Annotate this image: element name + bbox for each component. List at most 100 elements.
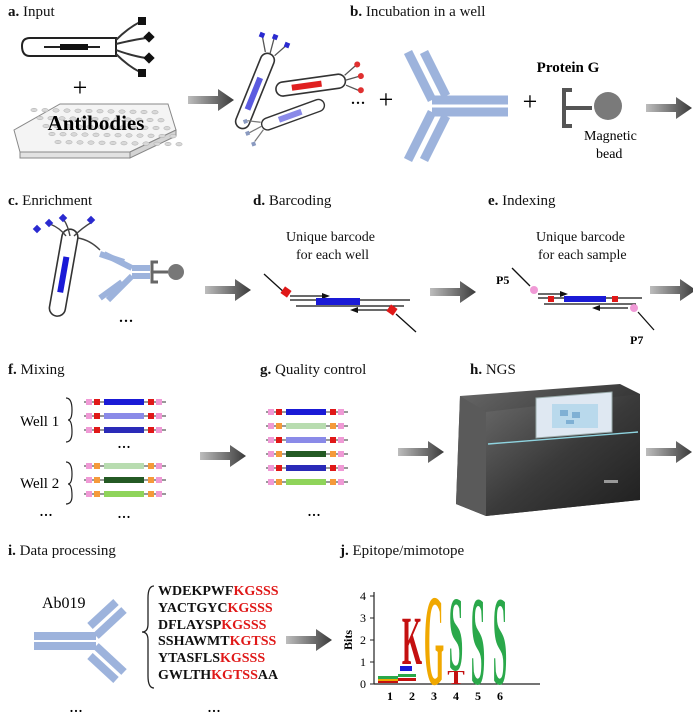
- logo-letter: K: [402, 603, 422, 680]
- plus-sign-a: +: [73, 73, 88, 102]
- mixing-well2-reads: [84, 463, 166, 497]
- panel-i-title: i. Data processing: [8, 543, 116, 559]
- sequence-prefix: WDEKPWF: [158, 584, 234, 599]
- read: [266, 437, 348, 443]
- ellipsis-i2: ...: [207, 696, 221, 716]
- read: [266, 465, 348, 471]
- antibody-plate-icon: [13, 103, 183, 159]
- sequence-suffix: AA: [257, 667, 279, 683]
- barcode-well-line2: for each well: [296, 248, 370, 263]
- antibody-id-label: Ab019: [42, 595, 86, 612]
- protein-g-bead-icon: [562, 88, 622, 128]
- sequence-row: WDEKPWFKGSSS: [158, 584, 279, 601]
- sequence-prefix: YACTGYC: [158, 600, 228, 616]
- read: [84, 477, 166, 483]
- read: [266, 423, 348, 429]
- sequence-row: GWLTHKGTSSAA: [158, 668, 279, 685]
- sequence-row: YACTGYCKGSSS: [158, 601, 279, 618]
- panel-a-title: a. Input: [8, 4, 55, 20]
- arrow-c-d: [205, 279, 251, 301]
- logo-letter: S: [471, 570, 485, 711]
- phage-input-icon: [20, 17, 155, 77]
- sequence-bracket: [141, 585, 155, 689]
- arrow-f-g: [200, 445, 246, 467]
- barcode-well-line1: Unique barcode: [286, 230, 376, 245]
- arrow-e-f: [650, 279, 693, 301]
- sequence-prefix: DFLAYSP: [158, 617, 222, 633]
- p7-label: P7: [630, 333, 643, 347]
- logo-y-tick: 2: [360, 633, 366, 647]
- panel-h-title: h. NGS: [470, 362, 516, 378]
- sequence-row: SSHAWMTKGTSS: [158, 634, 279, 651]
- panel-g-title: g. Quality control: [260, 362, 367, 378]
- read: [266, 451, 348, 457]
- ellipsis-c: ...: [119, 305, 134, 327]
- panel-c-title: c. Enrichment: [8, 193, 93, 209]
- read: [84, 463, 166, 469]
- bead-label: bead: [596, 147, 622, 162]
- arrow-a-b: [188, 89, 234, 111]
- logo-y-tick: 0: [360, 677, 366, 691]
- arrow-g-h: [398, 441, 444, 463]
- antibody-icon-b: [403, 49, 508, 163]
- ellipsis-g: ...: [307, 500, 321, 520]
- barcoding-construct-icon: [263, 273, 417, 333]
- arrow-i-j: [286, 629, 332, 651]
- well1-label: Well 1: [20, 414, 59, 430]
- ellipsis-f3: ...: [39, 500, 53, 520]
- qc-reads: [266, 409, 348, 485]
- logo-position-label: 5: [475, 689, 481, 703]
- logo-position-label: 4: [453, 689, 459, 703]
- ellipsis-b: ...: [351, 87, 366, 109]
- sequence-prefix: SSHAWMT: [158, 634, 230, 650]
- protein-g-label: Protein G: [537, 60, 600, 76]
- panel-j-title: j. Epitope/mimotope: [340, 543, 465, 559]
- antibody-icon-i: [34, 599, 127, 683]
- panel-b-title: b. Incubation in a well: [350, 4, 486, 20]
- sequence-motif: KGTSS: [229, 634, 277, 650]
- logo-position-label: 3: [431, 689, 437, 703]
- logo-y-tick: 3: [360, 611, 366, 625]
- sequencer-machine-icon: [456, 384, 640, 516]
- ellipsis-f2: ...: [117, 502, 131, 522]
- read: [84, 491, 166, 497]
- logo-letter: T: [447, 667, 465, 690]
- logo-y-axis-label: Bits: [341, 630, 355, 650]
- logo-position-label: 1: [387, 689, 393, 703]
- panel-f-title: f. Mixing: [8, 362, 65, 378]
- read: [266, 409, 348, 415]
- enrichment-complex-icon: [32, 213, 184, 317]
- mixing-well1-reads: [84, 399, 166, 433]
- logo-y-tick: 4: [360, 589, 366, 603]
- p5-label: P5: [496, 273, 509, 287]
- arrow-h-i: [646, 441, 692, 463]
- well1-bracket: [65, 397, 73, 443]
- phage-library-icon: [234, 31, 364, 147]
- read: [84, 413, 166, 419]
- sequence-motif: KGSSS: [219, 651, 266, 667]
- logo-y-tick: 1: [360, 655, 366, 669]
- ellipsis-f1: ...: [117, 432, 131, 452]
- sequence-row: DFLAYSPKGSSS: [158, 618, 279, 635]
- plus-sign-b1: +: [379, 85, 394, 114]
- panel-e-title: e. Indexing: [488, 193, 556, 209]
- magnetic-label: Magnetic: [584, 129, 637, 144]
- barcode-sample-line1: Unique barcode: [536, 230, 626, 245]
- read: [84, 399, 166, 405]
- logo-position-label: 6: [497, 689, 503, 703]
- indexing-construct-icon: [511, 267, 655, 331]
- read: [84, 427, 166, 433]
- sequence-motif: KGSSS: [221, 617, 267, 633]
- antibodies-label: Antibodies: [48, 111, 145, 135]
- sequence-prefix: GWLTH: [158, 667, 212, 683]
- logo-position-label: 2: [409, 689, 415, 703]
- sequence-row: YTASFLSKGSSS: [158, 651, 279, 668]
- logo-letter: S: [449, 575, 463, 693]
- sequence-prefix: YTASFLS: [158, 651, 220, 667]
- arrow-b-c: [646, 97, 692, 119]
- arrow-d-e: [430, 281, 476, 303]
- plus-sign-b2: +: [523, 87, 538, 116]
